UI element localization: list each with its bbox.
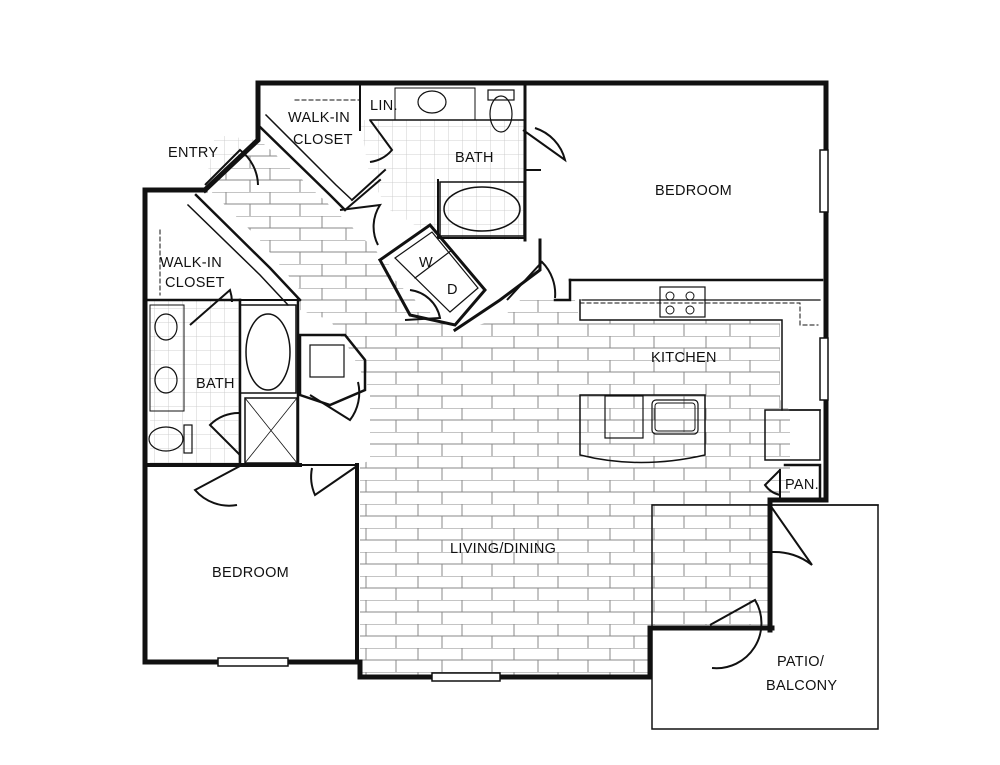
label-walkin-closet-top-2: CLOSET — [293, 132, 353, 148]
label-living-dining: LIVING/DINING — [450, 541, 556, 557]
refrigerator — [764, 409, 821, 461]
tile-floor — [150, 120, 525, 465]
entry-door — [204, 148, 259, 186]
plank-floor — [205, 140, 790, 675]
label-pantry: PAN. — [785, 477, 819, 493]
vanity-left — [149, 304, 185, 412]
exterior-wall — [142, 187, 775, 680]
label-patio-2: BALCONY — [766, 678, 837, 694]
bathtub-left — [239, 304, 297, 394]
label-walkin-closet-left-1: WALK-IN — [160, 255, 222, 271]
label-bath-top: BATH — [455, 150, 494, 166]
sink-icon — [651, 399, 699, 435]
doors — [189, 119, 813, 670]
exterior-wall-right-lower — [767, 497, 829, 633]
walls — [142, 80, 879, 730]
patio-balcony-outline — [651, 504, 879, 730]
bathtub-top — [439, 181, 525, 237]
label-bedroom-left: BEDROOM — [212, 565, 289, 581]
label-kitchen: KITCHEN — [651, 350, 717, 366]
label-bedroom-right: BEDROOM — [655, 183, 732, 199]
vanity-top — [394, 87, 476, 121]
label-washer: W — [419, 255, 433, 271]
kitchen-island — [579, 394, 706, 464]
label-walkin-closet-top-1: WALK-IN — [288, 110, 350, 126]
label-entry: ENTRY — [168, 145, 218, 161]
label-walkin-closet-left-2: CLOSET — [165, 275, 225, 291]
exterior-wall-top — [201, 80, 829, 503]
range-icon — [659, 286, 706, 318]
label-dryer: D — [447, 282, 458, 298]
label-patio-1: PATIO/ — [777, 654, 825, 670]
room-labels: ENTRY WALK-IN CLOSET LIN. BATH BEDROOM W… — [160, 98, 837, 694]
label-bath-left: BATH — [196, 376, 235, 392]
label-linen: LIN. — [370, 98, 398, 114]
shower-left — [244, 397, 298, 464]
